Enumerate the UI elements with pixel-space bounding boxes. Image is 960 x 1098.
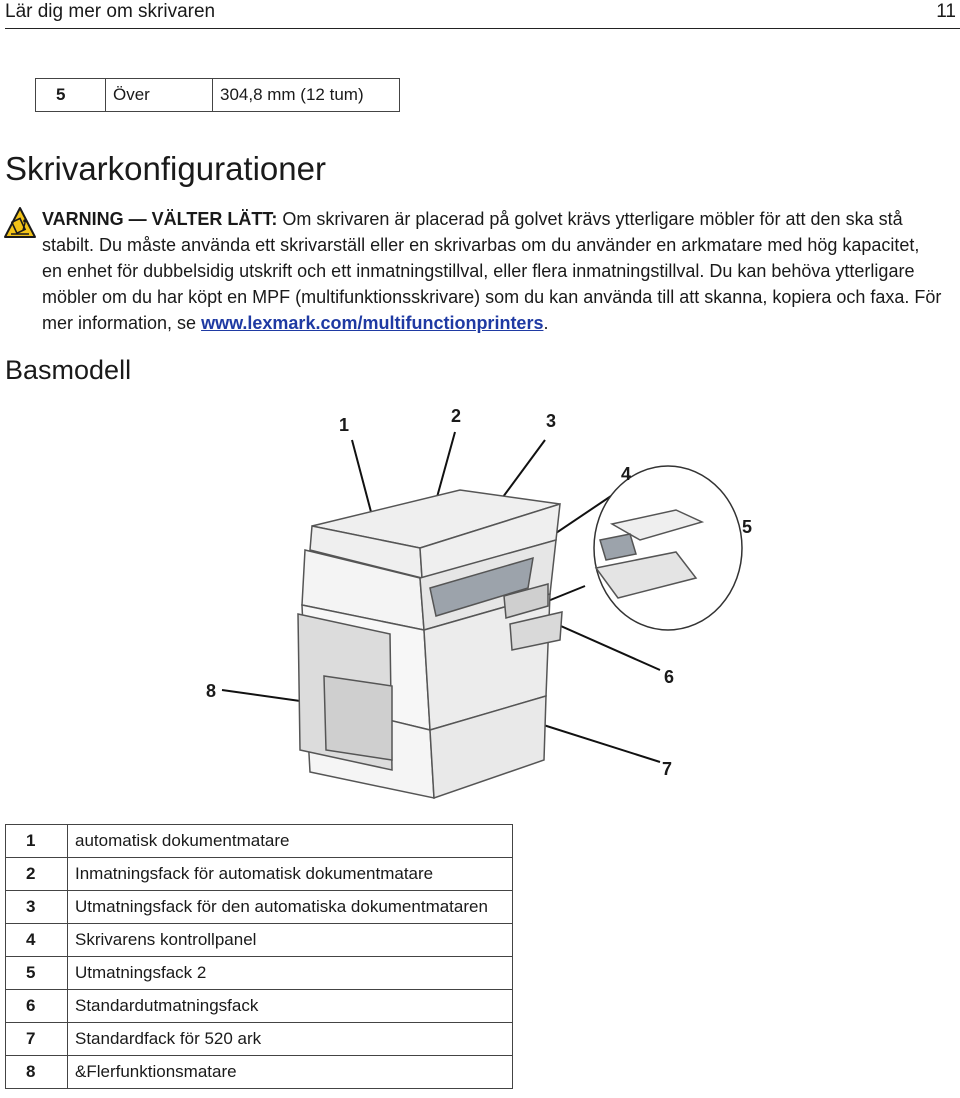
size-label: Över: [105, 78, 213, 112]
part-label: Utmatningsfack för den automatiska dokum…: [67, 890, 513, 924]
part-label: Skrivarens kontrollpanel: [67, 923, 513, 957]
lexmark-link[interactable]: www.lexmark.com/multifunctionprinters: [201, 313, 544, 333]
callout-4: 4: [621, 464, 632, 484]
warning-end: .: [543, 313, 549, 333]
callout-6: 6: [664, 667, 675, 687]
part-label: Utmatningsfack 2: [67, 956, 513, 990]
section-subtitle: Basmodell: [5, 355, 132, 385]
part-label: automatisk dokumentmatare: [67, 824, 513, 858]
part-num: 5: [5, 956, 68, 990]
part-label: &Flerfunktionsmatare: [67, 1055, 513, 1089]
part-num: 6: [5, 989, 68, 1023]
tip-over-warning: VARNING — VÄLTER LÄTT: Om skrivaren är p…: [42, 206, 942, 336]
callout-5: 5: [742, 517, 753, 537]
part-num: 2: [5, 857, 68, 891]
page-header: Lär dig mer om skrivaren 11: [5, 0, 960, 29]
warning-text: Om skrivaren är placerad på golvet krävs…: [42, 209, 942, 333]
callout-7: 7: [662, 759, 673, 779]
tip-over-warning-icon: [4, 207, 36, 238]
part-num: 3: [5, 890, 68, 924]
part-label: Standardutmatningsfack: [67, 989, 513, 1023]
callout-3: 3: [546, 411, 557, 431]
callout-2: 2: [451, 406, 462, 426]
size-num: 5: [35, 78, 106, 112]
size-value: 304,8 mm (12 tum): [212, 78, 400, 112]
table-row: 5 Över 304,8 mm (12 tum): [35, 78, 400, 112]
part-num: 8: [5, 1055, 68, 1089]
page-title: Skrivarkonfigurationer: [5, 150, 326, 187]
printer-diagram: [221, 431, 743, 800]
part-num: 7: [5, 1022, 68, 1056]
callout-8: 8: [206, 681, 217, 701]
part-label: Standardfack för 520 ark: [67, 1022, 513, 1056]
section-title: Lär dig mer om skrivaren: [5, 1, 216, 22]
part-label: Inmatningsfack för automatisk dokumentma…: [67, 857, 513, 891]
table-row: 8&Flerfunktionsmatare: [5, 1055, 513, 1089]
part-num: 1: [5, 824, 68, 858]
warning-label: VARNING — VÄLTER LÄTT:: [42, 209, 278, 229]
part-num: 4: [5, 923, 68, 957]
page-number: 11: [936, 1, 956, 22]
callout-1: 1: [339, 415, 350, 435]
size-table: 5 Över 304,8 mm (12 tum): [35, 78, 400, 112]
